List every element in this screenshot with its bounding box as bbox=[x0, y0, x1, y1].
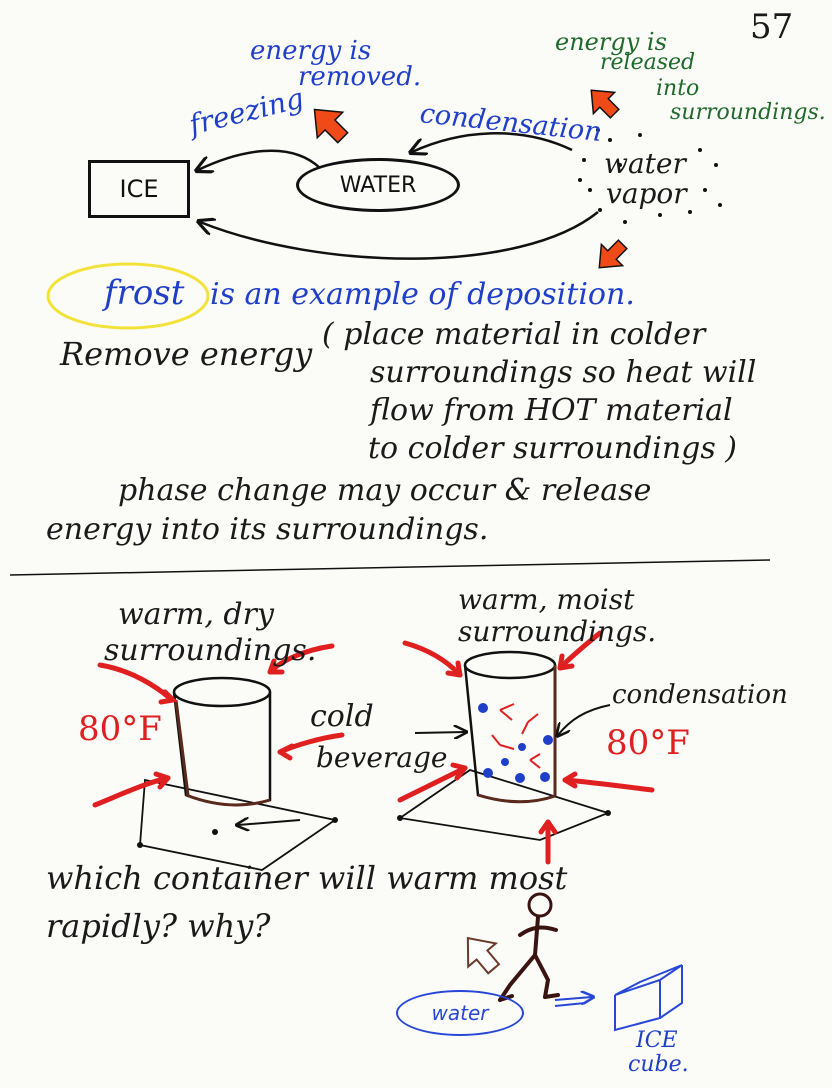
frost-word: frost bbox=[104, 273, 185, 313]
temp-left: 80°F bbox=[78, 709, 162, 749]
energy-arrow-freezing bbox=[313, 108, 349, 144]
left-label-line1: warm, dry bbox=[118, 597, 274, 632]
energy-released-line3: into bbox=[656, 76, 700, 101]
stick-figure bbox=[498, 892, 560, 1002]
vapor-dots bbox=[578, 128, 722, 224]
label-cold: cold bbox=[310, 699, 374, 734]
condensation-leader bbox=[558, 704, 611, 735]
energy-released-line4: surroundings. bbox=[670, 100, 826, 125]
vapor-line1: water bbox=[604, 147, 686, 180]
ice-cube-label2: cube. bbox=[628, 1052, 689, 1077]
right-label-line2: surroundings. bbox=[458, 615, 657, 648]
ice-cube bbox=[614, 964, 683, 1032]
paren-line3: flow from HOT material bbox=[370, 393, 733, 428]
phase-line2: energy into its surroundings. bbox=[46, 512, 489, 547]
ice-box: ICE bbox=[88, 160, 190, 218]
right-label-line1: warm, moist bbox=[458, 583, 635, 616]
remove-energy: Remove energy bbox=[60, 335, 313, 373]
label-condensation-right: condensation bbox=[612, 680, 788, 710]
frost-highlight bbox=[46, 262, 210, 330]
paren-line4: to colder surroundings ) bbox=[368, 431, 738, 466]
water-puddle: water bbox=[396, 990, 524, 1036]
paren-line2: surroundings so heat will bbox=[370, 355, 757, 390]
water-puddle-label: water bbox=[431, 1001, 489, 1025]
page-number: 57 bbox=[750, 7, 794, 47]
right-heat-arrows bbox=[397, 630, 655, 865]
deposition-sentence: is an example of deposition. bbox=[210, 277, 635, 312]
beverage-arrow-left bbox=[238, 820, 301, 825]
white-energy-arrow bbox=[466, 936, 501, 975]
right-container bbox=[397, 650, 611, 841]
energy-arrow-deposition bbox=[598, 239, 628, 269]
vapor-line2: vapor bbox=[606, 177, 687, 210]
left-heat-arrows bbox=[92, 643, 345, 808]
left-label-line2: surroundings. bbox=[104, 633, 317, 668]
ice-cube-label1: ICE bbox=[636, 1028, 678, 1053]
divider-line bbox=[9, 559, 771, 576]
beverage-arrow-right bbox=[414, 732, 465, 733]
energy-arrow-condensation bbox=[590, 89, 620, 119]
energy-removed-line1: energy is bbox=[250, 36, 372, 66]
phase-line1: phase change may occur & release bbox=[118, 473, 652, 508]
water-oval: WATER bbox=[296, 158, 460, 212]
energy-released-line1: energy is bbox=[555, 28, 667, 56]
label-beverage: beverage bbox=[316, 741, 448, 774]
left-container bbox=[137, 676, 338, 871]
arrow-vapor-to-ice bbox=[200, 211, 599, 260]
ice-label: ICE bbox=[119, 175, 159, 203]
question-line1: which container will warm most bbox=[46, 859, 568, 897]
arrow-water-to-ice bbox=[198, 149, 321, 170]
question-line2: rapidly? why? bbox=[46, 907, 271, 945]
arrow-vapor-to-water bbox=[412, 132, 573, 152]
water-label: WATER bbox=[339, 172, 417, 198]
energy-released-line2: released bbox=[600, 50, 696, 75]
energy-removed-line2: removed. bbox=[298, 62, 422, 92]
temp-right: 80°F bbox=[606, 723, 690, 763]
water-to-ice-arrow bbox=[554, 997, 592, 1000]
paren-line1: ( place material in colder bbox=[322, 317, 706, 352]
